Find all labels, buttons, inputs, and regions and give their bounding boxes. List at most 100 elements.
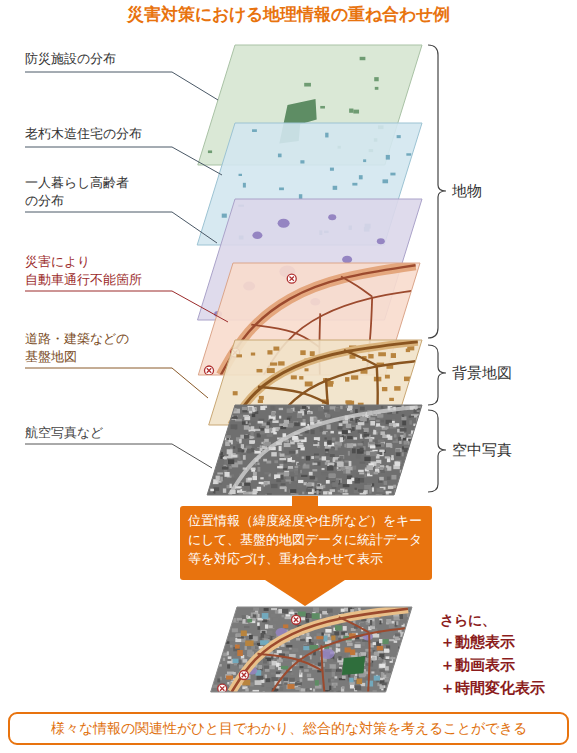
- building-mark: [345, 377, 349, 382]
- photo-speck: [255, 646, 259, 649]
- photo-speck: [340, 437, 343, 442]
- photo-speck: [295, 687, 300, 690]
- overlay-mark: [315, 680, 319, 686]
- photo-speck: [253, 614, 257, 618]
- facility-mark: [353, 110, 359, 114]
- building-mark: [299, 376, 303, 379]
- overlay-mark: [312, 613, 320, 619]
- photo-speck: [250, 607, 253, 609]
- photo-speck: [303, 419, 306, 423]
- photo-speck: [413, 433, 415, 436]
- road: [339, 617, 369, 632]
- photo-speck: [279, 446, 282, 451]
- building-mark: [291, 375, 297, 379]
- photo-speck: [324, 437, 326, 439]
- photo-speck: [242, 421, 249, 424]
- photo-speck: [334, 631, 339, 635]
- overlay-mark: [235, 645, 240, 649]
- photo-speck: [309, 472, 313, 476]
- photo-speck: [308, 678, 314, 680]
- photo-speck: [328, 463, 335, 466]
- photo-speck: [282, 609, 288, 614]
- photo-speck: [281, 483, 286, 485]
- layer-label: 道路・建築などの 基盤地図: [25, 330, 137, 366]
- photo-speck: [227, 485, 231, 488]
- photo-speck: [260, 406, 265, 410]
- facility-mark: [360, 57, 366, 60]
- photo-speck: [409, 416, 414, 418]
- photo-speck: [309, 639, 312, 643]
- photo-speck: [298, 469, 300, 474]
- leader-line: [25, 72, 218, 100]
- photo-speck: [289, 678, 295, 682]
- photo-speck: [300, 678, 303, 681]
- photo-speck: [279, 408, 283, 410]
- photo-speck: [298, 445, 304, 448]
- photo-speck: [277, 650, 282, 653]
- photo-speck: [348, 451, 350, 456]
- photo-speck: [302, 406, 306, 409]
- marker-cross: [242, 673, 246, 677]
- photo-speck: [271, 452, 277, 456]
- curly-brace: [428, 345, 446, 405]
- marker-circle: [292, 615, 301, 624]
- photo-speck: [364, 485, 371, 489]
- overlay-mark: [247, 619, 252, 622]
- photo-speck: [399, 653, 404, 655]
- photo-speck: [287, 408, 293, 412]
- photo-speck: [233, 454, 240, 457]
- photo-speck: [236, 634, 241, 638]
- overlay-mark: [303, 646, 309, 650]
- photo-speck: [226, 435, 231, 438]
- photo-speck: [379, 664, 385, 668]
- facility-mark: [208, 150, 212, 153]
- photo-speck: [326, 415, 330, 418]
- photo-speck: [418, 423, 423, 425]
- conclusion-box: 様々な情報の関連性がひと目でわかり、総合的な対策を考えることができる: [8, 712, 569, 745]
- photo-speck: [296, 454, 298, 458]
- photo-speck: [399, 440, 402, 443]
- photo-speck: [364, 434, 370, 437]
- photo-speck: [393, 485, 396, 488]
- photo-speck: [338, 490, 343, 492]
- photo-speck: [260, 423, 267, 428]
- photo-speck: [249, 407, 253, 411]
- photo-speck: [273, 617, 279, 621]
- photo-speck: [410, 614, 413, 617]
- photo-speck: [368, 416, 371, 418]
- photo-speck: [283, 468, 287, 470]
- photo-speck: [264, 608, 269, 611]
- arrow-head: [262, 578, 348, 606]
- photo-speck: [339, 423, 343, 426]
- photo-speck: [390, 657, 395, 659]
- photo-speck: [330, 613, 333, 617]
- photo-speck: [370, 421, 375, 426]
- photo-speck: [325, 415, 330, 418]
- photo-speck: [289, 612, 295, 614]
- photo-speck: [216, 476, 220, 481]
- photo-speck: [367, 465, 373, 470]
- photo-speck: [329, 686, 331, 690]
- photo-speck: [266, 687, 272, 690]
- photo-speck: [343, 626, 347, 631]
- curly-brace: [428, 410, 446, 492]
- photo-speck: [391, 455, 393, 460]
- photo-speck: [291, 476, 294, 481]
- photo-speck: [391, 475, 396, 480]
- photo-speck: [295, 407, 300, 411]
- photo-speck: [342, 427, 345, 430]
- photo-speck: [347, 443, 353, 447]
- layer-sheet: [207, 405, 422, 495]
- photo-speck: [402, 421, 406, 426]
- photo-speck: [297, 443, 303, 445]
- photo-speck: [223, 488, 226, 492]
- photo-speck: [217, 472, 223, 474]
- group-label: 地物: [452, 181, 542, 201]
- photo-speck: [360, 478, 364, 483]
- photo-speck: [313, 440, 317, 444]
- photo-speck: [364, 491, 367, 494]
- photo-speck: [286, 645, 292, 648]
- photo-speck: [213, 685, 217, 688]
- photo-speck: [297, 413, 302, 418]
- photo-speck: [354, 644, 360, 648]
